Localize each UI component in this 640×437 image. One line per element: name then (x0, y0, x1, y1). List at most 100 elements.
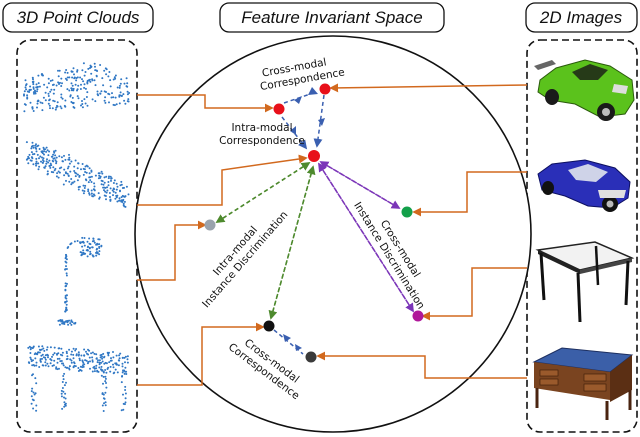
point (60, 96, 63, 99)
point (54, 108, 57, 111)
point (37, 74, 40, 77)
point (48, 104, 51, 107)
point (88, 356, 91, 359)
point (41, 156, 43, 159)
green-car-image-thumbnail (534, 59, 635, 121)
point (104, 401, 107, 404)
point (48, 159, 51, 162)
point (35, 164, 38, 167)
point (121, 362, 124, 365)
point (60, 395, 63, 398)
point (91, 351, 94, 354)
point (81, 100, 83, 102)
point (24, 79, 27, 82)
point (59, 105, 62, 108)
point (89, 253, 91, 256)
purple-instance-arrows (318, 161, 414, 313)
point (47, 102, 50, 105)
point (98, 243, 101, 246)
point (59, 360, 62, 363)
point (94, 69, 97, 72)
point (57, 176, 60, 179)
point (24, 103, 27, 106)
point (62, 183, 65, 186)
point (118, 354, 121, 357)
point (98, 238, 101, 241)
point (122, 393, 124, 396)
point (102, 410, 105, 412)
point (105, 382, 107, 384)
point (65, 297, 68, 300)
point (70, 359, 73, 362)
point (116, 185, 119, 188)
point (122, 408, 125, 411)
point (31, 364, 34, 367)
point (60, 93, 63, 96)
point (118, 197, 121, 200)
point (100, 245, 103, 248)
point (105, 175, 108, 178)
point (101, 77, 104, 80)
point (36, 102, 39, 105)
point (122, 195, 125, 198)
point (114, 197, 117, 200)
point (55, 162, 58, 165)
point (43, 153, 45, 156)
point (65, 258, 68, 261)
point (103, 90, 106, 93)
point (94, 174, 97, 177)
point (38, 366, 41, 368)
point (40, 348, 43, 351)
point (60, 389, 63, 392)
point (121, 365, 124, 368)
point (108, 361, 111, 364)
point (66, 247, 69, 249)
point (96, 369, 99, 372)
point (64, 301, 67, 303)
point (52, 83, 55, 86)
point (66, 88, 69, 91)
point (76, 69, 79, 72)
point (83, 190, 86, 193)
point (52, 353, 55, 356)
point (93, 185, 96, 188)
point (50, 164, 53, 167)
point (49, 166, 52, 169)
point (51, 159, 54, 162)
point (96, 70, 99, 72)
point (74, 322, 77, 325)
point (75, 353, 78, 356)
point (109, 175, 112, 178)
point (94, 84, 97, 87)
point (61, 387, 64, 389)
point (47, 356, 49, 359)
point (123, 82, 126, 85)
point (107, 75, 110, 78)
point (46, 86, 49, 89)
right-title: 2D Images (539, 8, 623, 27)
point (65, 306, 68, 309)
red-node-right (319, 83, 331, 95)
point (32, 163, 35, 166)
point (76, 173, 79, 176)
point (63, 104, 66, 107)
blue-arrowhead (318, 118, 325, 126)
point (95, 75, 98, 78)
point (65, 69, 68, 71)
point (95, 364, 98, 367)
point (53, 100, 56, 103)
point (68, 76, 71, 79)
point (77, 162, 80, 165)
purple-arrow-to-center-node (318, 162, 414, 312)
point (100, 90, 103, 93)
point (64, 402, 67, 405)
point (71, 321, 74, 324)
black-node (263, 320, 275, 332)
point (96, 247, 98, 250)
point (61, 82, 63, 85)
point (32, 83, 35, 86)
point (34, 146, 37, 149)
green-arrow-to-gray-node (215, 162, 310, 223)
point (107, 354, 110, 357)
point (81, 106, 84, 109)
